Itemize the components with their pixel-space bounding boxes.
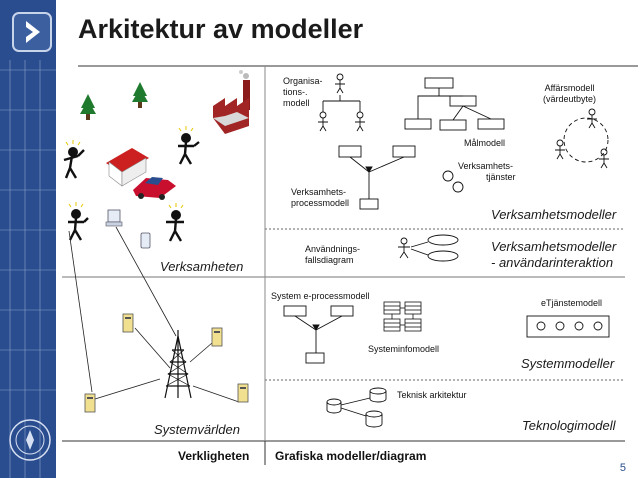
tree-icon (80, 94, 96, 120)
server-icon (211, 327, 223, 347)
label-systemvarlden: Systemvärlden (154, 422, 240, 437)
label-verksamhetsprocessmodell: Verksamhets- processmodell (291, 187, 350, 208)
label-etjanstemodell: eTjänstemodell (541, 298, 603, 308)
person-icon (63, 140, 85, 179)
label-systeminfomodell: Systeminfomodell (368, 344, 440, 354)
sidebar (0, 0, 56, 478)
mobile-phone-icon (140, 232, 151, 249)
system-eprocess-diagram (283, 305, 354, 364)
label-organisationsmodell: Organisa- tions-. modell (283, 76, 323, 108)
sidebar-grid (0, 60, 56, 478)
house-icon (106, 148, 149, 187)
technical-architecture-diagram (326, 387, 387, 428)
label-affarsmodell: Affärsmodell (värdeutbyte) (543, 83, 597, 104)
label-verksamheten: Verksamheten (160, 259, 244, 274)
footer-verkligheten: Verkligheten (178, 449, 250, 463)
label-teknologimodell: Teknologimodell (522, 418, 616, 433)
label-verksamhetsmodeller-anvandarinteraktion: Verksamhetsmodeller - användarinteraktio… (491, 239, 617, 270)
person-icon (178, 126, 200, 165)
page-number: 5 (619, 462, 626, 474)
server-icon (84, 393, 96, 413)
label-teknisk-arkitektur: Teknisk arkitektur (397, 390, 467, 400)
person-icon (166, 203, 184, 242)
footer-grafiska-modeller: Grafiska modeller/diagram (275, 449, 427, 463)
label-verksamhetstjanster: Verksamhets- tjänster (458, 161, 516, 182)
goal-model-diagram (404, 77, 505, 131)
label-verksamhetsmodeller: Verksamhetsmodeller (491, 207, 617, 222)
antenna-tower-icon (164, 330, 192, 399)
label-systemmodeller: Systemmodeller (521, 356, 615, 371)
business-model-diagram (555, 108, 609, 169)
eservice-diagram (526, 315, 610, 338)
connection-lines (68, 226, 240, 403)
server-icon (237, 383, 249, 403)
next-arrow-icon[interactable] (12, 12, 52, 52)
car-icon (133, 177, 176, 200)
use-case-diagram (398, 234, 459, 262)
tree-icon (132, 82, 148, 108)
label-system-eprocessmodell: System e-processmodell (271, 291, 370, 301)
label-malmodell: Målmodell (464, 138, 506, 148)
business-process-diagram (338, 145, 416, 210)
person-icon (68, 202, 89, 241)
university-seal-icon (9, 419, 51, 461)
org-chart-diagram (318, 73, 365, 132)
server-icon (122, 313, 134, 333)
label-anvandningsfallsdiagram: Användnings- fallsdiagram (305, 244, 361, 265)
computer-icon (105, 209, 123, 227)
slide-title: Arkitektur av modeller (78, 14, 364, 44)
system-info-diagram (383, 301, 422, 332)
factory-icon (213, 70, 250, 134)
business-services-diagram (442, 170, 464, 193)
